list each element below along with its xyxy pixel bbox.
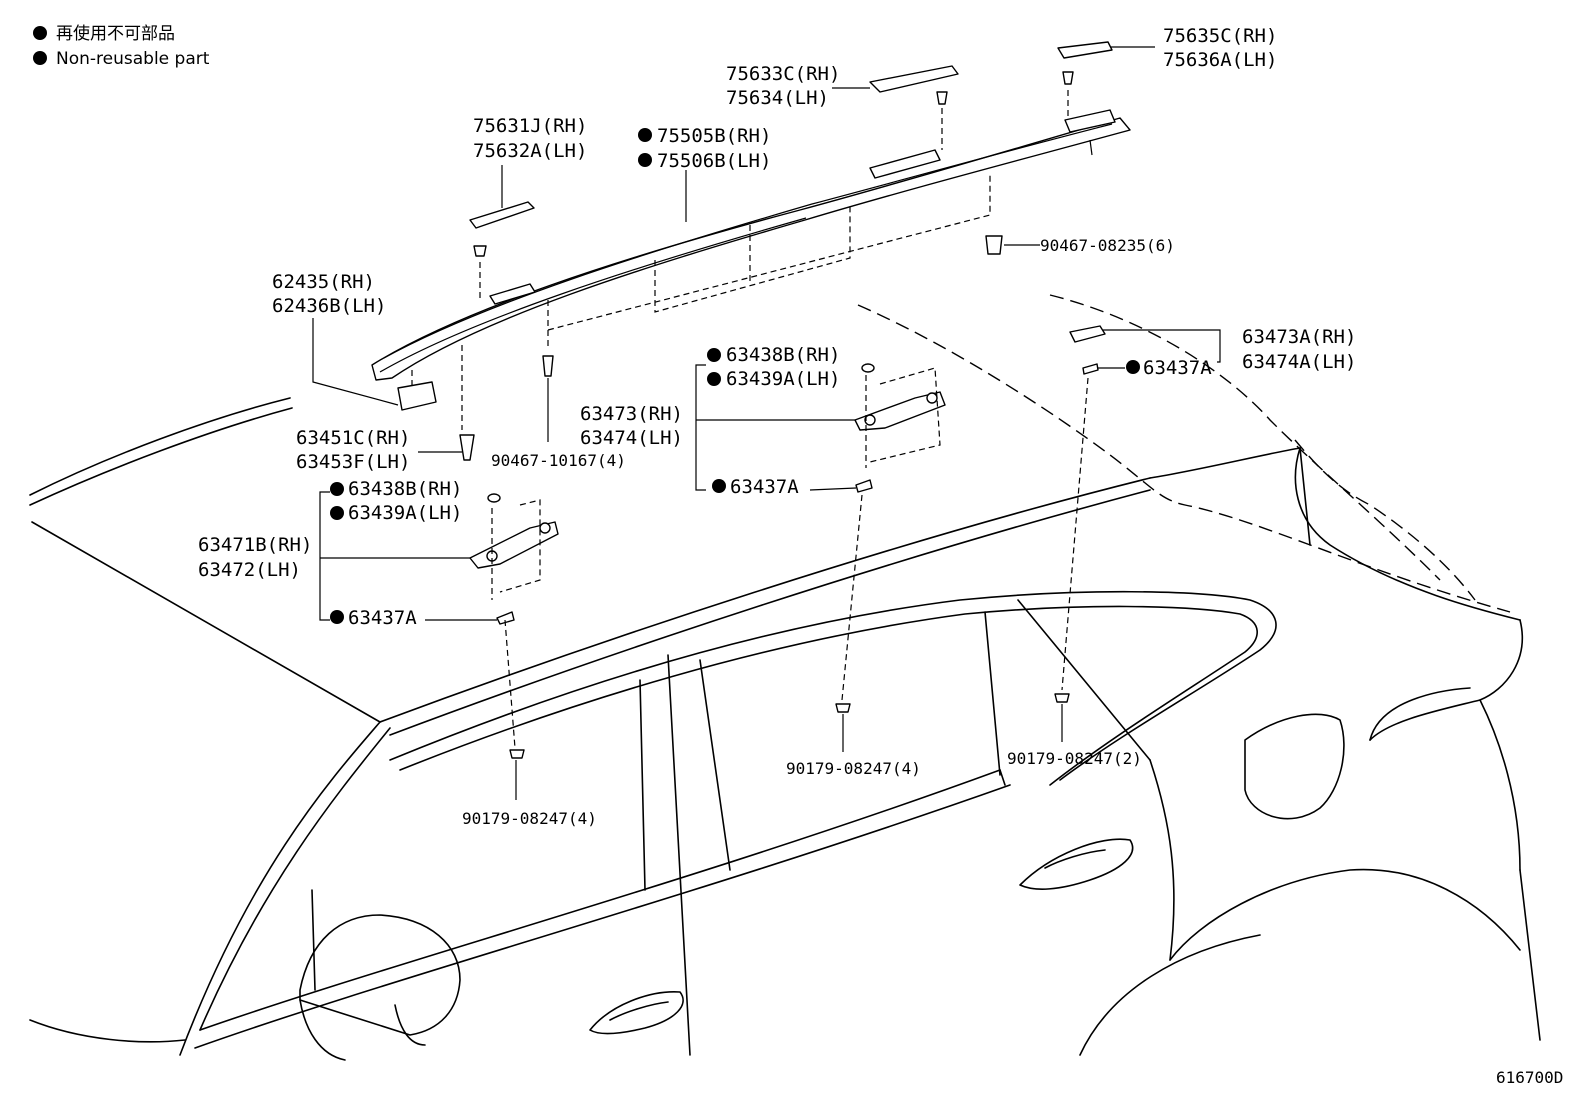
cover-75635 bbox=[1057, 41, 1113, 59]
clip-icon bbox=[936, 91, 948, 105]
gasket-63438b bbox=[487, 493, 501, 503]
leader-lines bbox=[312, 46, 1221, 800]
clip-icon bbox=[459, 434, 475, 461]
label-90179-left: 90179-08247(4) bbox=[462, 809, 597, 828]
legend-japanese: 再使用不可部品 bbox=[56, 23, 175, 44]
non-reusable-dot-icon bbox=[707, 348, 721, 362]
label-63438b-mid: 63438B(RH) bbox=[726, 344, 840, 366]
non-reusable-dot-icon bbox=[712, 479, 726, 493]
non-reusable-dot-icon bbox=[33, 51, 47, 65]
clip-icon bbox=[1062, 71, 1074, 85]
label-63439a-mid: 63439A(LH) bbox=[726, 368, 840, 390]
label-62436: 62436B(LH) bbox=[272, 295, 386, 317]
rail-cover-slot bbox=[1064, 109, 1116, 133]
nut-icon bbox=[1054, 693, 1070, 703]
non-reusable-dot-icon bbox=[330, 482, 344, 496]
label-63473a: 63473A(RH) bbox=[1242, 326, 1356, 348]
label-63474a: 63474A(LH) bbox=[1242, 351, 1356, 373]
label-90179-right: 90179-08247(2) bbox=[1007, 749, 1142, 768]
part-labels: 75635C(RH) 75636A(LH) 75633C(RH) 75634(L… bbox=[198, 25, 1563, 1087]
label-63438b-left: 63438B(RH) bbox=[348, 478, 462, 500]
support-63473 bbox=[854, 391, 946, 431]
label-63439a-left: 63439A(LH) bbox=[348, 502, 462, 524]
support-63473a bbox=[1069, 325, 1106, 343]
figure-code: 616700D bbox=[1496, 1068, 1563, 1087]
assembly-lines bbox=[411, 90, 1089, 749]
label-63471: 63471B(RH) bbox=[198, 534, 312, 556]
bracket-62435 bbox=[397, 381, 437, 411]
label-63437a-right: 63437A bbox=[1143, 357, 1212, 379]
non-reusable-dot-icon bbox=[330, 610, 344, 624]
label-75631: 75631J(RH) bbox=[473, 115, 587, 137]
label-90467-08235: 90467-08235(6) bbox=[1040, 236, 1175, 255]
cover-75631 bbox=[469, 201, 535, 229]
label-75636: 75636A(LH) bbox=[1163, 49, 1277, 71]
label-75632: 75632A(LH) bbox=[473, 140, 587, 162]
label-63437a-mid: 63437A bbox=[730, 476, 799, 498]
label-63453: 63453F(LH) bbox=[296, 451, 410, 473]
rail-supports bbox=[469, 325, 1106, 759]
legend-english: Non-reusable part bbox=[56, 49, 210, 69]
non-reusable-dot-icon bbox=[638, 128, 652, 142]
label-75635: 75635C(RH) bbox=[1163, 25, 1277, 47]
label-62435: 62435(RH) bbox=[272, 271, 375, 293]
label-75506: 75506B(LH) bbox=[657, 150, 771, 172]
pad-63437a bbox=[1082, 363, 1099, 375]
clip-icon bbox=[473, 245, 487, 257]
non-reusable-dot-icon bbox=[330, 506, 344, 520]
label-63451: 63451C(RH) bbox=[296, 427, 410, 449]
label-63472: 63472(LH) bbox=[198, 559, 301, 581]
label-90179-mid: 90179-08247(4) bbox=[786, 759, 921, 778]
rail-cover-slot bbox=[489, 283, 536, 305]
label-63437a-left: 63437A bbox=[348, 607, 417, 629]
label-90467-10167: 90467-10167(4) bbox=[491, 451, 626, 470]
cover-75633 bbox=[869, 65, 959, 93]
non-reusable-dot-icon bbox=[638, 153, 652, 167]
clip-icon bbox=[542, 355, 554, 377]
clips bbox=[397, 71, 1074, 461]
label-75505: 75505B(RH) bbox=[657, 125, 771, 147]
legend: 再使用不可部品 Non-reusable part bbox=[33, 23, 210, 69]
clip-icon bbox=[985, 235, 1003, 255]
pad-63437a bbox=[855, 479, 873, 493]
rail-covers bbox=[469, 41, 1113, 229]
non-reusable-dot-icon bbox=[707, 372, 721, 386]
vehicle-body-outline bbox=[29, 397, 1541, 1061]
roof-rail bbox=[371, 109, 1131, 381]
label-63473: 63473(RH) bbox=[580, 403, 683, 425]
nut-icon bbox=[509, 749, 525, 759]
label-63474: 63474(LH) bbox=[580, 427, 683, 449]
vehicle-hidden-lines bbox=[857, 294, 1511, 613]
pad-63437a bbox=[496, 611, 515, 625]
gasket-63438b bbox=[861, 363, 875, 373]
label-75634: 75634(LH) bbox=[726, 87, 829, 109]
nut-icon bbox=[835, 703, 851, 713]
rail-cover-slot bbox=[869, 149, 941, 179]
label-75633: 75633C(RH) bbox=[726, 63, 840, 85]
non-reusable-dot-icon bbox=[33, 26, 47, 40]
non-reusable-dot-icon bbox=[1126, 360, 1140, 374]
